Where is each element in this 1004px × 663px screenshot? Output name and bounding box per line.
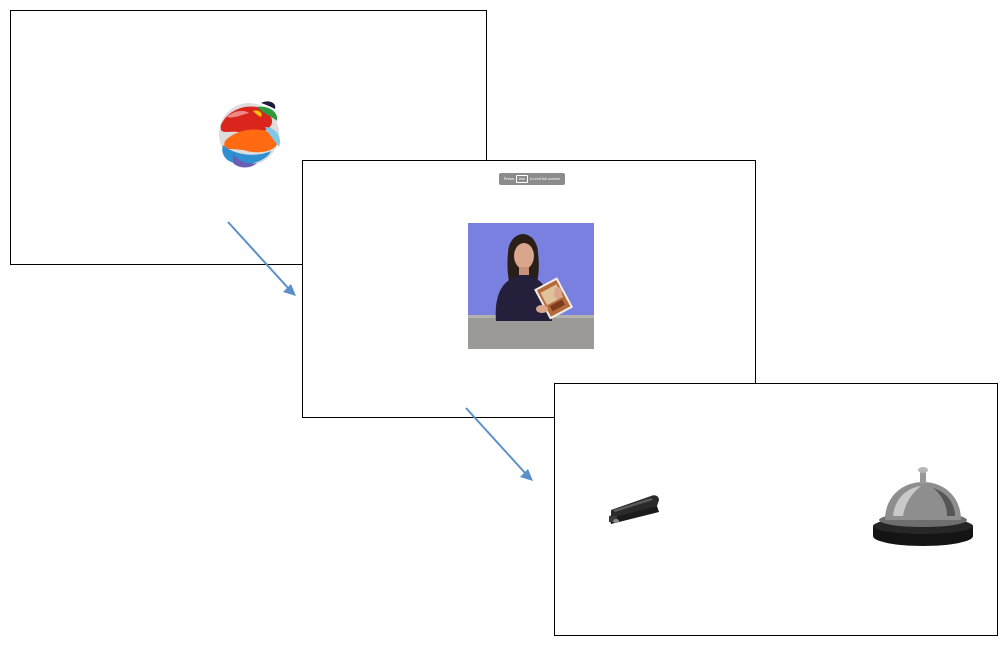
service-bell-image <box>873 467 973 546</box>
stapler-image <box>609 495 659 524</box>
colorful-ribbon-image <box>219 101 281 168</box>
woman-holding-book-image <box>468 223 594 349</box>
screen-panel-3 <box>554 383 998 636</box>
screen-panel-2: Press esc to exit full screen <box>302 160 756 418</box>
esc-key-label: esc <box>515 175 529 183</box>
fullscreen-notice-prefix: Press <box>503 176 514 181</box>
arrow-1-head <box>283 284 296 296</box>
fullscreen-notice: Press esc to exit full screen <box>499 173 565 185</box>
arrow-2-head <box>520 469 533 481</box>
fullscreen-notice-suffix: to exit full screen <box>530 176 561 181</box>
